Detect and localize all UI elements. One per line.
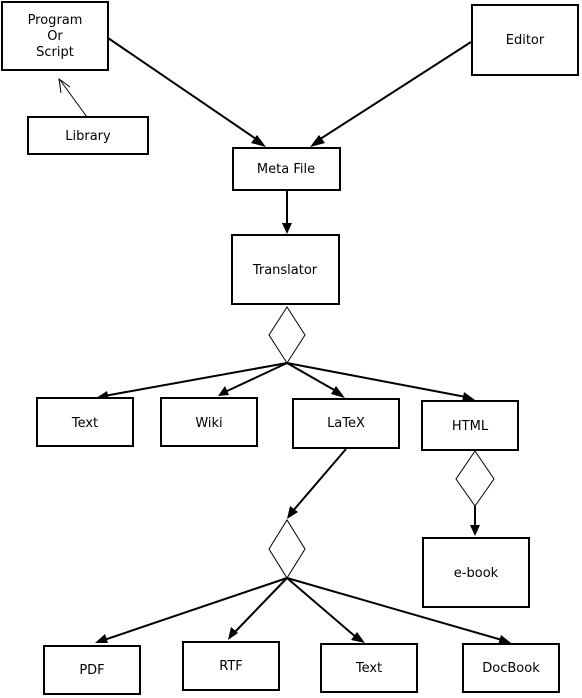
- edge-library-program: [59, 79, 88, 118]
- arrowhead-meta-file-translator: [282, 223, 292, 234]
- arrowhead-html-ebook: [470, 525, 480, 536]
- edge-translator-text: [103, 362, 288, 397]
- edge-latex-text: [286, 577, 358, 639]
- node-wiki-label: Wiki: [195, 416, 222, 431]
- node-html: HTML: [421, 400, 519, 451]
- arrowhead-translator-latex: [331, 386, 345, 398]
- node-html-label: HTML: [452, 419, 489, 434]
- arrowhead-editor-meta-file: [310, 135, 325, 147]
- edge-editor-meta-file: [313, 41, 472, 144]
- arrowhead-library-program: [58, 77, 71, 94]
- node-meta-file-label: Meta File: [257, 162, 315, 177]
- node-docbook-label: DocBook: [482, 661, 540, 676]
- edge-latex-docbook: [286, 577, 503, 641]
- node-pdf-label: PDF: [79, 663, 104, 678]
- node-latex: LaTeX: [292, 398, 400, 449]
- node-text: Text: [36, 397, 134, 447]
- node-program-line-1: Program: [28, 13, 83, 28]
- node-rtf: RTF: [182, 641, 280, 691]
- node-translator: Translator: [231, 234, 340, 305]
- node-ebook: e-book: [422, 537, 530, 608]
- edge-latex-branch: [291, 448, 347, 513]
- node-text-2: Text: [320, 643, 418, 693]
- arrowhead-program-meta-file: [251, 135, 266, 147]
- node-rtf-label: RTF: [219, 659, 243, 674]
- latex-branch-diamond: [268, 519, 306, 579]
- arrowhead-latex-pdf: [95, 634, 108, 643]
- edge-translator-latex: [286, 362, 337, 392]
- node-program-line-2: Or: [47, 29, 63, 44]
- node-library: Library: [27, 116, 149, 155]
- arrowhead-translator-wiki: [218, 386, 229, 396]
- edge-latex-pdf: [103, 577, 288, 641]
- node-translator-label: Translator: [252, 263, 318, 278]
- node-docbook: DocBook: [462, 643, 560, 693]
- translator-branch-diamond: [268, 306, 306, 364]
- edge-program-meta-file: [107, 37, 263, 144]
- arrowhead-latex-branch: [287, 506, 298, 519]
- node-editor-label: Editor: [506, 33, 545, 48]
- node-latex-label: LaTeX: [327, 416, 365, 431]
- node-text-label: Text: [71, 416, 98, 431]
- node-program-line-3: Script: [36, 45, 74, 60]
- node-text-2-label: Text: [355, 661, 382, 676]
- node-meta-file: Meta File: [232, 147, 341, 191]
- arrowhead-translator-html: [462, 392, 475, 402]
- node-ebook-label: e-book: [454, 566, 499, 581]
- node-pdf: PDF: [43, 645, 141, 695]
- edge-translator-wiki: [224, 362, 288, 393]
- edges: [58, 37, 511, 645]
- node-wiki: Wiki: [160, 397, 258, 447]
- arrowhead-latex-docbook: [498, 635, 511, 645]
- arrowhead-latex-rtf: [228, 627, 238, 640]
- edge-latex-rtf: [233, 577, 288, 634]
- arrowhead-latex-text: [351, 632, 365, 643]
- html-branch-diamond: [455, 450, 495, 507]
- node-program: Program Or Script: [1, 1, 109, 71]
- edge-translator-html: [286, 362, 467, 398]
- node-editor: Editor: [471, 4, 579, 76]
- node-library-label: Library: [65, 129, 111, 144]
